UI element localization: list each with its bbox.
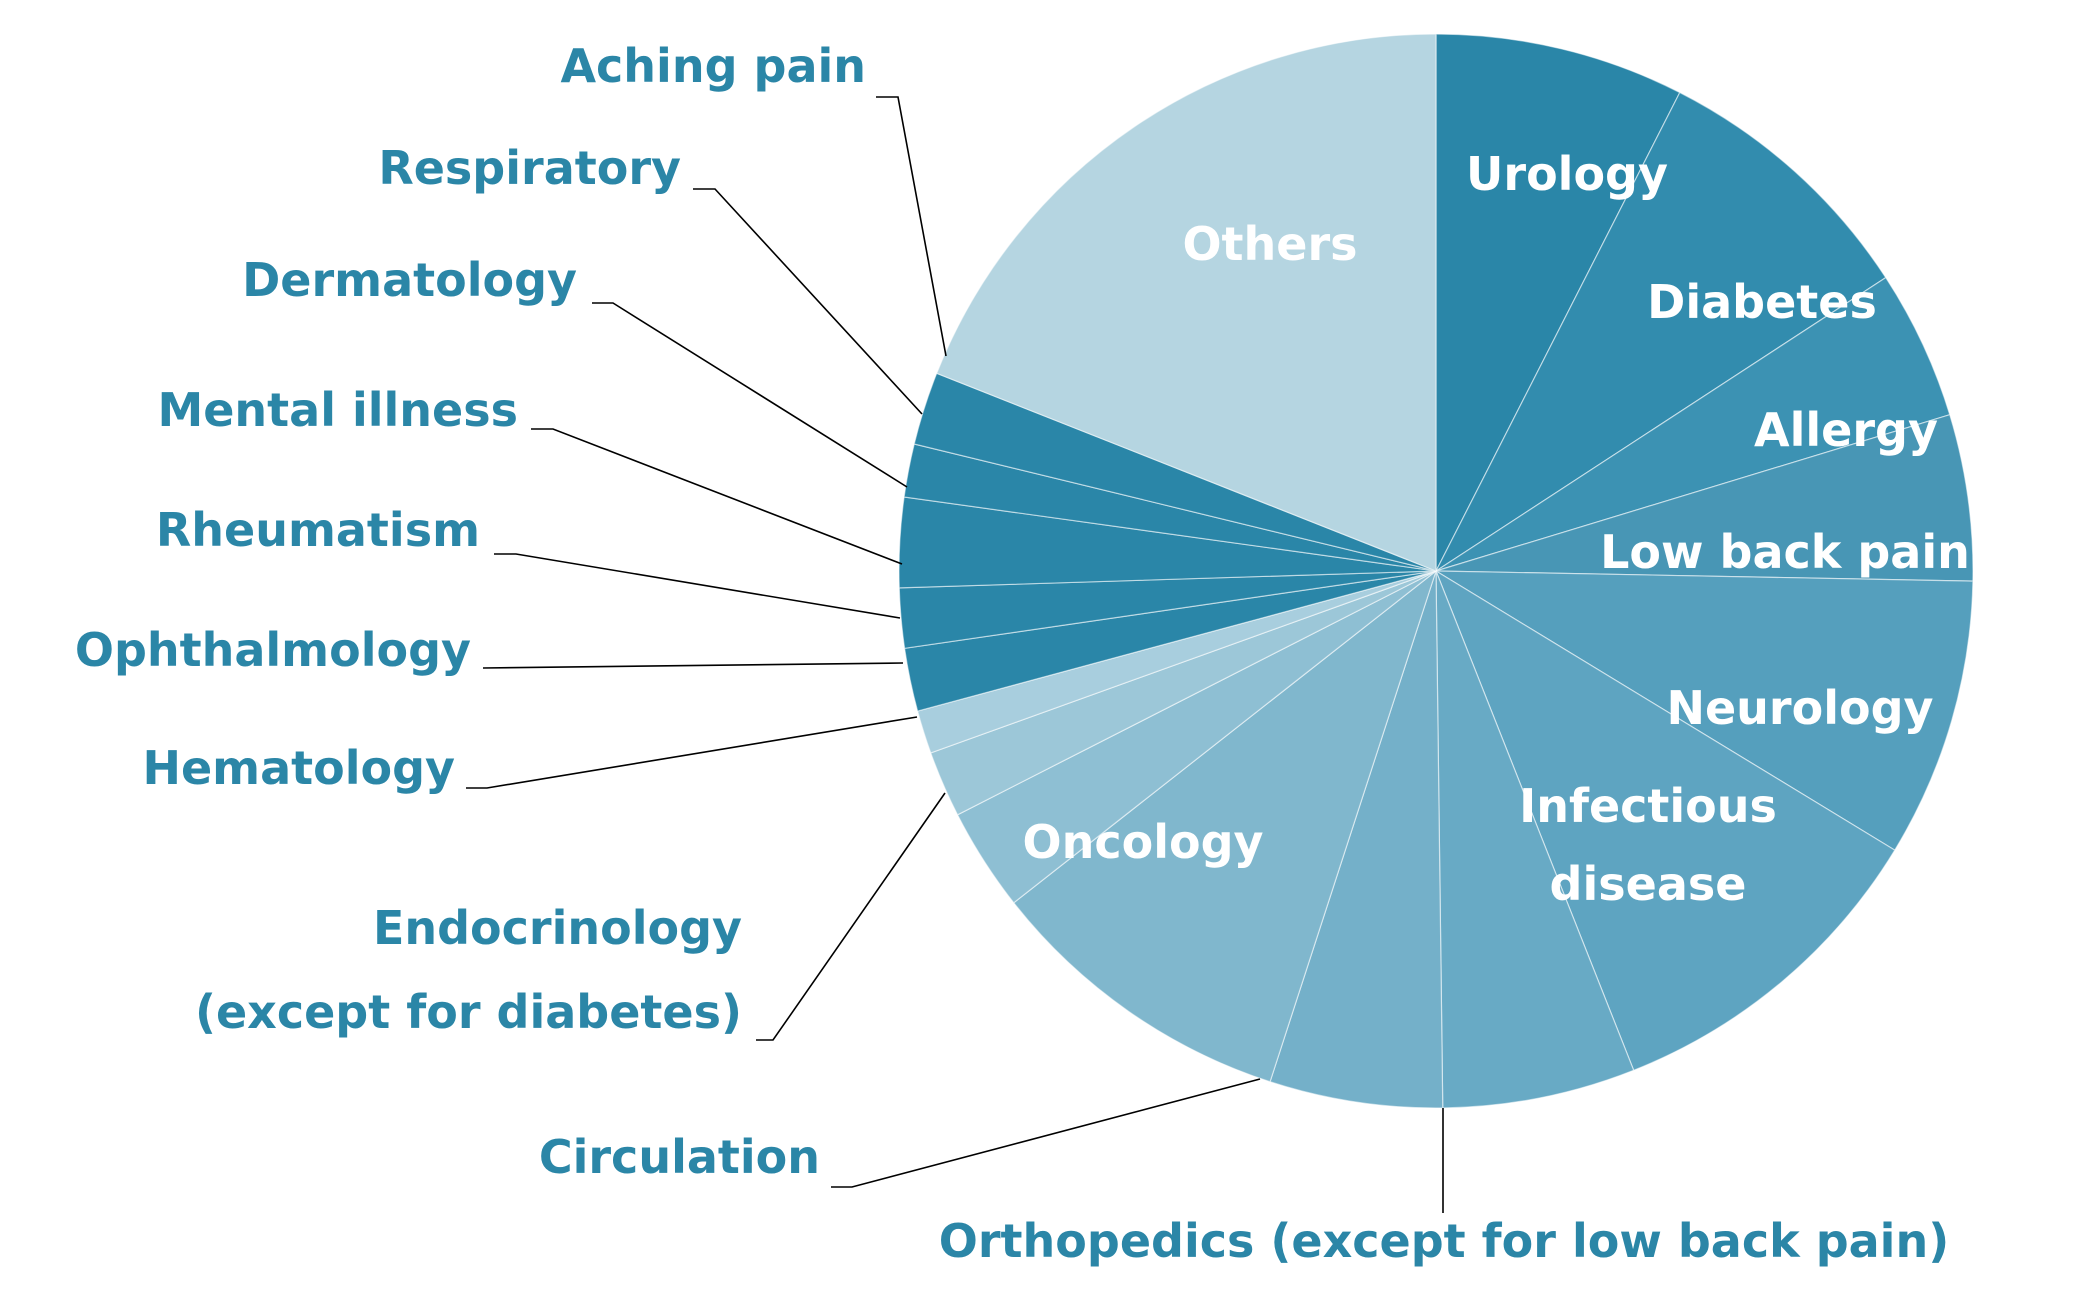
slice-label-line: Ophthalmology bbox=[75, 623, 471, 677]
leader-line-hematology bbox=[466, 716, 918, 789]
pie-slice-oncology bbox=[1012, 569, 1438, 1083]
slice-label-line: Infectious bbox=[1519, 779, 1777, 833]
slice-label-respiratory: Respiratory bbox=[378, 141, 681, 195]
slice-label-line: Allergy bbox=[1754, 403, 1938, 457]
slice-label-line: Others bbox=[1182, 217, 1357, 271]
slice-label-rheumatism: Rheumatism bbox=[156, 503, 480, 557]
slice-label-line: Diabetes bbox=[1647, 275, 1877, 329]
slice-label-line: Oncology bbox=[1022, 815, 1263, 869]
slice-label-dermatology: Dermatology bbox=[242, 253, 577, 307]
slice-label-line: Low back pain bbox=[1600, 525, 1970, 579]
slice-label-infectious-disease: Infectious disease bbox=[1519, 779, 1777, 911]
slice-label-line: Rheumatism bbox=[156, 503, 480, 557]
slice-label-aching-pain: Aching pain bbox=[560, 39, 866, 93]
leader-line-aching-pain bbox=[876, 96, 947, 357]
slice-label-orthopedics-except-for-low-back-pain: Orthopedics (except for low back pain) bbox=[939, 1214, 1949, 1268]
slice-label-line: Orthopedics (except for low back pain) bbox=[939, 1214, 1949, 1268]
pie-slice-orthopedics-except-for-low-back-pain bbox=[1435, 570, 1635, 1109]
leader-line-endocrinology-except-for-diabetes bbox=[756, 792, 946, 1041]
slice-label-line: disease bbox=[1550, 857, 1747, 911]
leader-line-dermatology bbox=[592, 302, 908, 488]
pie-slice-low-back-pain bbox=[1435, 413, 1974, 582]
slice-label-mental-illness: Mental illness bbox=[157, 383, 518, 437]
leader-line-mental-illness bbox=[531, 428, 903, 565]
slice-label-low-back-pain: Low back pain bbox=[1600, 525, 1970, 579]
slice-label-line: Respiratory bbox=[378, 141, 681, 195]
pie-slice-others bbox=[935, 33, 1437, 572]
pie-slice-diabetes bbox=[1434, 91, 1887, 573]
slice-label-allergy: Allergy bbox=[1754, 403, 1938, 457]
leader-line-rheumatism bbox=[494, 553, 901, 619]
slice-label-line: Endocrinology bbox=[373, 901, 742, 955]
slice-label-line: Dermatology bbox=[242, 253, 577, 307]
slice-label-urology: Urology bbox=[1466, 147, 1668, 201]
pie-slice-neurology bbox=[1433, 570, 1974, 851]
pie-slice-circulation bbox=[1269, 570, 1444, 1109]
slice-label-neurology: Neurology bbox=[1666, 681, 1933, 735]
leader-line-circulation bbox=[831, 1078, 1261, 1188]
leader-line-respiratory bbox=[693, 188, 923, 415]
slice-label-line: Mental illness bbox=[157, 383, 518, 437]
slice-label-circulation: Circulation bbox=[539, 1130, 820, 1184]
slice-label-endocrinology-except-for-diabetes: Endocrinology (except for diabetes) bbox=[195, 901, 742, 1039]
slice-label-line: Aching pain bbox=[560, 39, 866, 93]
slice-label-line: Urology bbox=[1466, 147, 1668, 201]
slice-label-diabetes: Diabetes bbox=[1647, 275, 1877, 329]
slice-label-line: Circulation bbox=[539, 1130, 820, 1184]
slice-label-ophthalmology: Ophthalmology bbox=[75, 623, 471, 677]
slice-label-hematology: Hematology bbox=[142, 741, 455, 795]
pie-slice-infectious-disease bbox=[1434, 569, 1896, 1072]
leader-lines bbox=[466, 96, 1444, 1213]
slice-label-line: Hematology bbox=[142, 741, 455, 795]
leader-line-ophthalmology bbox=[482, 662, 904, 669]
slice-label-oncology: Oncology bbox=[1022, 815, 1263, 869]
slice-label-line: Neurology bbox=[1666, 681, 1933, 735]
slice-label-others: Others bbox=[1182, 217, 1357, 271]
pie-slices bbox=[898, 33, 1974, 1109]
slice-label-line: (except for diabetes) bbox=[195, 985, 742, 1039]
pie-slice-urology bbox=[1435, 33, 1681, 572]
